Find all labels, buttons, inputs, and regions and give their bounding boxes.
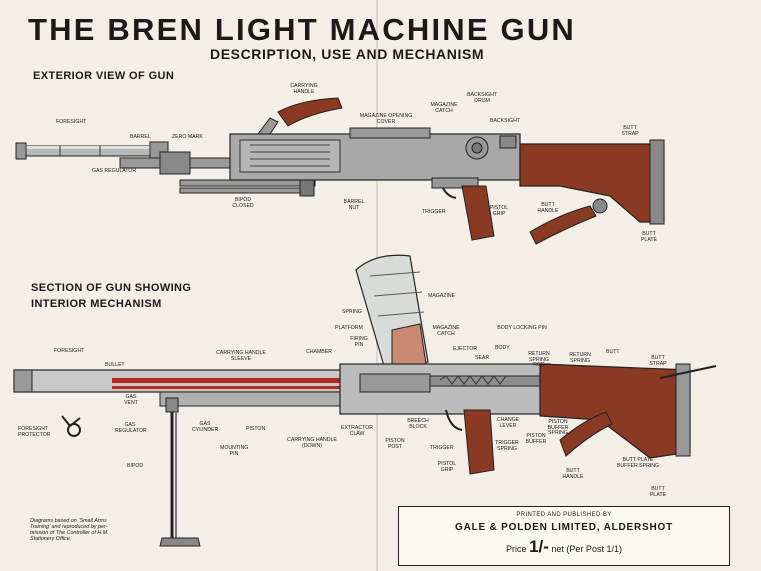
- sec-label-body: BODY: [495, 345, 510, 351]
- ext-label-backsight: BACKSIGHT: [490, 118, 520, 124]
- sec-label-breech-block: BREECH BLOCK: [407, 418, 429, 430]
- sec-label-butt-handle: BUTT HANDLE: [562, 468, 584, 480]
- sec-label-piston-buffer-spring: PISTON BUFFER SPRING: [547, 419, 569, 437]
- sec-label-extractor-claw: EXTRACTOR CLAW: [341, 425, 373, 437]
- sec-label-carrying-handle-down: CARRYING HANDLE (DOWN): [287, 437, 337, 449]
- poster-subtitle: DESCRIPTION, USE AND MECHANISM: [210, 46, 485, 62]
- exterior-gas-cylinder: [119, 151, 231, 175]
- sec-label-trigger-spring: TRIGGER SPRING: [495, 440, 519, 452]
- printed-by-label: PRINTED AND PUBLISHED BY: [516, 512, 612, 518]
- sec-label-return-spring: RETURN SPRING: [569, 352, 591, 364]
- price-suffix: net (Per Post 1/1): [551, 544, 622, 554]
- sec-label-magazine: MAGAZINE: [428, 293, 456, 299]
- section-heading-line1: SECTION OF GUN SHOWING: [31, 282, 192, 294]
- ext-label-backsight-drum: BACKSIGHT DRUM: [467, 92, 497, 104]
- sec-label-trigger: TRIGGER: [430, 445, 454, 451]
- ext-label-magazine-catch: MAGAZINE CATCH: [430, 102, 458, 114]
- ext-label-butt-plate: BUTT PLATE: [640, 231, 658, 243]
- ext-label-bipod-closed: BIPOD CLOSED: [232, 197, 254, 209]
- sec-label-return-spring-rod: RETURN SPRING ROD: [528, 351, 550, 369]
- sec-label-gas-cylinder: GAS CYLINDER: [192, 421, 219, 433]
- sec-label-piston: PISTON: [246, 426, 266, 432]
- sec-label-platform: PLATFORM: [335, 325, 363, 331]
- sec-label-mounting-pin: MOUNTING PIN: [220, 445, 249, 457]
- credit-note-line: Diagrams based on ‘Small Arms: [30, 518, 107, 524]
- sec-label-spring: SPRING: [342, 309, 362, 315]
- section-bipod: [159, 397, 201, 547]
- sec-label-ejector: EJECTOR: [453, 346, 478, 352]
- section-heading-line2: INTERIOR MECHANISM: [31, 298, 162, 310]
- exterior-bipod-closed: [179, 175, 316, 197]
- section-butt: [539, 363, 717, 459]
- sec-label-foresight-protector: FORESIGHT PROTECTOR: [18, 426, 51, 438]
- section-magazine: [355, 254, 429, 369]
- credit-note-line: mission of The Controller of H.M.: [30, 530, 109, 536]
- publisher-box: PRINTED AND PUBLISHED BY GALE & POLDEN L…: [398, 506, 730, 566]
- sec-label-change-lever: CHANGE LEVER: [496, 417, 520, 429]
- price-value: 1/-: [529, 537, 549, 556]
- ext-label-trigger: TRIGGER: [422, 209, 446, 215]
- sec-label-piston-buffer: PISTON BUFFER: [525, 433, 547, 445]
- sec-label-sear: SEAR: [475, 355, 490, 361]
- poster-title: THE BREN LIGHT MACHINE GUN: [28, 12, 577, 47]
- ext-label-zero-mark: ZERO MARK: [172, 134, 203, 140]
- sec-label-butt-strap: BUTT STRAP: [649, 355, 667, 367]
- sec-label-gas-vent: GAS VENT: [124, 394, 138, 406]
- credit-note-line: Training’ and reproduced by per-: [30, 524, 108, 530]
- ext-label-pistol-grip: PISTOL GRIP: [489, 205, 509, 217]
- ext-label-butt-handle: BUTT HANDLE: [537, 202, 559, 214]
- sec-label-butt-plate: BUTT PLATE: [649, 486, 667, 498]
- sec-label-firing-pin: FIRING PIN: [350, 336, 368, 348]
- price-prefix: Price: [506, 544, 527, 554]
- sec-label-butt-plate-buffer-spring: BUTT PLATE BUFFER SPRING: [616, 457, 660, 469]
- ext-label-butt-strap: BUTT STRAP: [621, 125, 639, 137]
- sec-label-bullet: BULLET: [105, 362, 125, 368]
- exterior-butt: [519, 139, 665, 245]
- sec-label-piston-post: PISTON POST: [385, 438, 405, 450]
- section-receiver: [339, 363, 551, 415]
- exterior-trigger-and-grip: [431, 177, 495, 241]
- price-line: Price 1/- net (Per Post 1/1): [399, 537, 729, 557]
- section-barrel: [13, 369, 361, 407]
- sec-label-foresight: FORESIGHT: [54, 348, 85, 354]
- exterior-heading: EXTERIOR VIEW OF GUN: [33, 70, 175, 82]
- sec-label-gas-regulator: GAS REGULATOR: [115, 422, 147, 434]
- sec-label-magazine-catch: MAGAZINE CATCH: [432, 325, 460, 337]
- ext-label-foresight: FORESIGHT: [56, 119, 87, 125]
- sec-label-carrying-handle-sleeve: CARRYING HANDLE SLEEVE: [216, 350, 266, 362]
- credit-note: Diagrams based on ‘Small Arms Training’ …: [30, 518, 109, 542]
- ext-label-barrel-nut: BARREL NUT: [343, 199, 365, 211]
- ext-label-carrying-handle: CARRYING HANDLE: [290, 83, 318, 95]
- sec-label-bipod: BIPOD: [127, 463, 144, 469]
- sec-label-pistol-grip: PISTOL GRIP: [437, 461, 457, 473]
- sec-label-body-locking-pin: BODY LOCKING PIN: [497, 325, 547, 331]
- section-trigger-grip: [445, 409, 495, 475]
- exterior-receiver: [229, 127, 521, 181]
- credit-note-line: Stationery Office.: [30, 536, 72, 542]
- sec-label-chamber: CHAMBER: [306, 349, 332, 355]
- ext-label-barrel: BARREL: [130, 134, 151, 140]
- exterior-barrel: [15, 141, 169, 161]
- ext-label-magazine-opening-cover: MAGAZINE OPENING COVER: [359, 113, 413, 125]
- section-foresight-protector: [61, 415, 81, 437]
- ext-label-gas-regulator: GAS REGULATOR: [92, 168, 137, 174]
- sec-label-butt: BUTT: [606, 349, 620, 355]
- publisher-name: GALE & POLDEN LIMITED, ALDERSHOT: [454, 522, 673, 533]
